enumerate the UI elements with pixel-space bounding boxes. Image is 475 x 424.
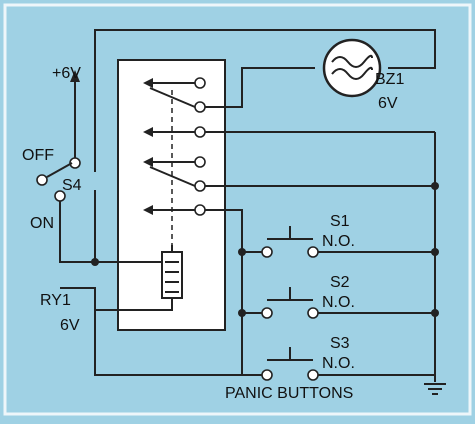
supply-label: +6V (52, 65, 81, 82)
switch-on-label: ON (30, 215, 54, 232)
junction-dots (91, 182, 439, 317)
switch-off-label: OFF (22, 147, 54, 164)
ground-icon (424, 383, 446, 395)
switch-name-label: S4 (62, 177, 82, 194)
relay-voltage-label: 6V (60, 317, 80, 334)
relay-coil (161, 251, 183, 299)
s1-type-label: N.O. (322, 233, 355, 250)
supply-arrow-icon (70, 70, 80, 82)
s2-name-label: S2 (330, 274, 350, 291)
push-button-s3[interactable] (261, 347, 319, 381)
relay-contacts (143, 77, 206, 245)
push-button-s2[interactable] (261, 287, 319, 319)
switch-s4-lever (46, 162, 73, 178)
s2-type-label: N.O. (322, 294, 355, 311)
s3-type-label: N.O. (322, 355, 355, 372)
panic-buttons-caption: PANIC BUTTONS (225, 385, 353, 402)
wire-pin6-bus (205, 209, 243, 375)
buzzer-bz1 (322, 38, 382, 98)
s1-name-label: S1 (330, 213, 350, 230)
switch-s4[interactable] (36, 157, 81, 202)
wire-relay-to-buzzer (205, 67, 315, 108)
s3-name-label: S3 (330, 335, 350, 352)
wire-top-loop (94, 29, 436, 172)
relay-name-label: RY1 (40, 292, 71, 309)
push-button-s1[interactable] (261, 226, 319, 258)
buzzer-name-label: BZ1 (375, 71, 404, 88)
buzzer-voltage-label: 6V (378, 95, 398, 112)
diagram-border (3, 3, 472, 416)
